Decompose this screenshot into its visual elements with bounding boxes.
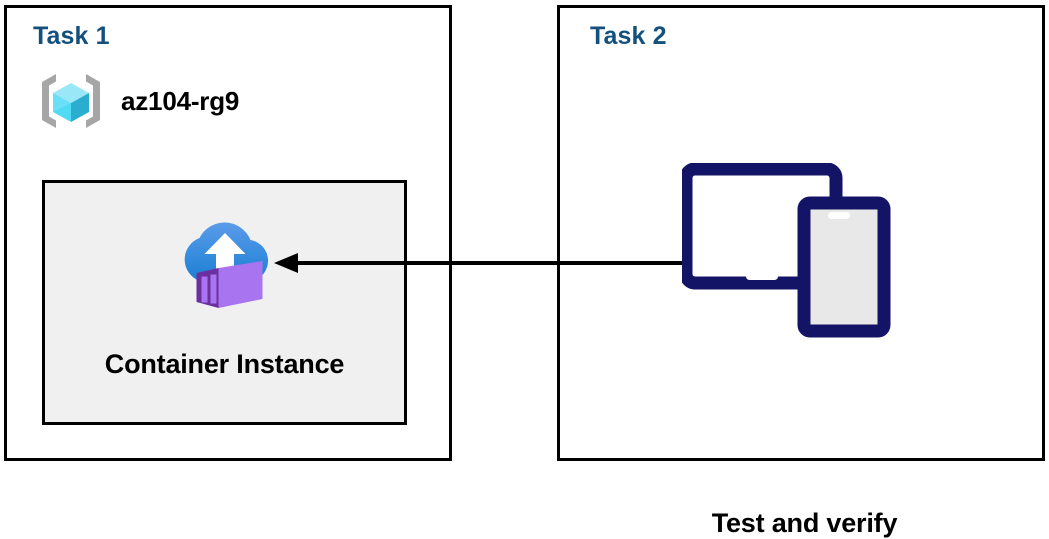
- tablet-and-phone-devices-icon: Test and verify: [682, 163, 927, 538]
- resource-group-row: az104-rg9: [37, 70, 239, 132]
- test-and-verify-label: Test and verify: [711, 508, 898, 538]
- container-instance-label: Container Instance: [104, 349, 345, 379]
- panel-task-2: Task 2 Test and verify: [557, 5, 1045, 538]
- azure-resource-group-icon: [37, 70, 105, 132]
- diagram-canvas: Task 1 az104-rg9: [4, 5, 1045, 538]
- panel-task-1: Task 1 az104-rg9: [4, 5, 452, 461]
- container-instance-box: Container Instance: [42, 180, 407, 425]
- resource-group-name: az104-rg9: [121, 85, 240, 116]
- panel-task-1-title: Task 1: [33, 22, 110, 50]
- panel-task-2-title: Task 2: [590, 22, 667, 50]
- azure-container-instance-icon: [172, 205, 277, 315]
